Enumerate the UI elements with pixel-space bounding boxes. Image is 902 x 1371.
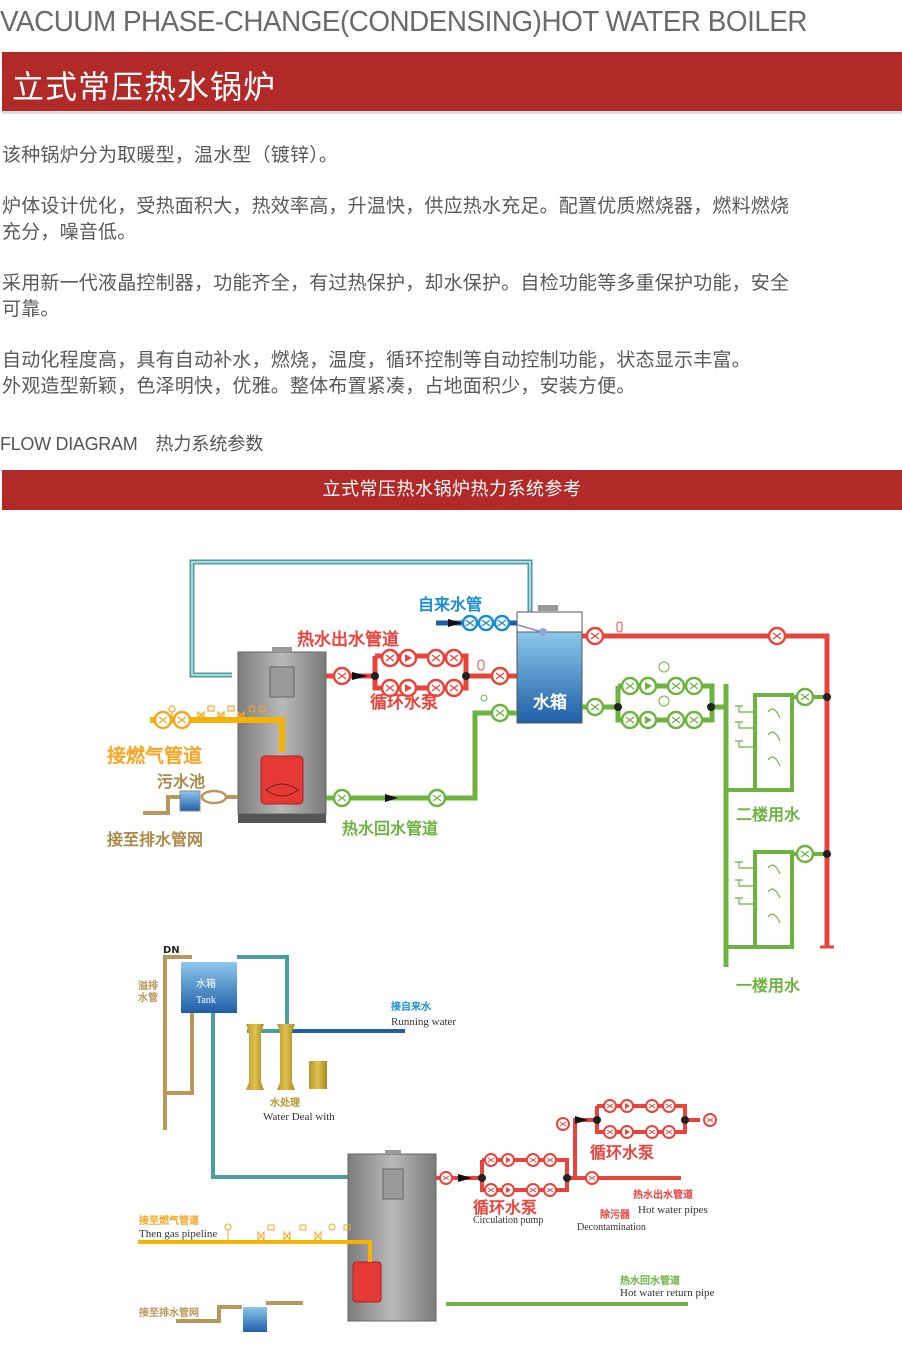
- chinese-title: 立式常压热水锅炉: [12, 68, 277, 106]
- tank-2: [181, 962, 237, 1013]
- flow-diagram-heading: FLOW DIAGRAM 热力系统参数: [0, 430, 263, 456]
- label-second-floor: 二楼用水: [736, 805, 801, 824]
- label-circ-pump-upper: 循环水泵: [590, 1143, 654, 1162]
- flow-label-cn: 热力系统参数: [155, 434, 264, 455]
- paragraph-3: 采用新一代液晶控制器，功能齐全，有过热保护，却水保护。自检功能等多重保护功能，安…: [2, 270, 902, 322]
- fixtures-icons: [735, 705, 781, 924]
- paragraph-line: 炉体设计优化，受热面积大，热效率高，升温快，供应热水充足。配置优质燃烧器，燃料燃…: [2, 195, 790, 217]
- paragraph-line: 自动化程度高，具有自动补水，燃烧，温度，循环控制等自动控制功能，状态显示丰富。: [2, 349, 751, 371]
- label-overflow-1: 溢排: [138, 979, 158, 992]
- label-circ-pump-en: Circulation pump: [473, 1215, 543, 1226]
- filter-tank-2: [277, 1024, 295, 1090]
- label-tap-water-pipe: 自来水管: [418, 595, 482, 614]
- label-running-water-en: Running water: [391, 1016, 456, 1028]
- label-drain-cn: 接至排水管网: [139, 1306, 199, 1319]
- paragraph-2: 炉体设计优化，受热面积大，热效率高，升温快，供应热水充足。配置优质燃烧器，燃料燃…: [2, 193, 902, 245]
- label-hot-water-return: 热水回水管道: [342, 819, 438, 838]
- label-circ-pump-lower: 循环水泵: [473, 1198, 537, 1217]
- hot-supply-riser: [582, 633, 830, 947]
- label-return-en: Hot water return pipe: [620, 1287, 714, 1299]
- vent-pipe-2: [237, 955, 289, 1033]
- diagram-1: 接燃气管道 污水池 接至排水管网 热水出水管道 循环水泵 自来水管 水箱: [107, 559, 834, 995]
- diagram-2: DN 溢排 水管 水箱 Tank 接自来水 Running water 水处理 …: [137, 945, 717, 1332]
- diagram-banner-text: 立式常压热水锅炉热力系统参考: [322, 479, 582, 500]
- tank-to-boiler-pipe: [211, 1013, 348, 1179]
- gas-pipe-2: [138, 1240, 372, 1262]
- label-drain-network: 接至排水管网: [107, 830, 203, 849]
- label-water-treatment-cn: 水处理: [269, 1096, 300, 1109]
- label-water-treatment-en: Water Deal with: [263, 1111, 335, 1123]
- gas-pipe: [150, 717, 285, 752]
- label-decontamination-en: Decontamination: [577, 1222, 646, 1233]
- burner-icon: [260, 755, 304, 805]
- hot-water-return-pipe: [326, 710, 517, 801]
- boiler-cap: [272, 647, 292, 652]
- label-gas-pipeline: 接燃气管道: [107, 744, 202, 767]
- label-return-cn: 热水回水管道: [620, 1274, 680, 1287]
- sewage-pool-icon: [179, 790, 201, 812]
- label-hot-water-outlet: 热水出水管道: [297, 629, 399, 650]
- paragraph-4: 自动化程度高，具有自动补水，燃烧，温度，循环控制等自动控制功能，状态显示丰富。 …: [2, 347, 902, 399]
- burner-2-icon: [352, 1261, 382, 1303]
- boiler-panel: [269, 666, 295, 698]
- label-overflow-2: 水管: [137, 991, 158, 1004]
- label-decontamination-cn: 除污器: [600, 1208, 631, 1221]
- filter-tank-1: [246, 1024, 264, 1090]
- sewage-pool-2: [243, 1307, 267, 1332]
- flow-label-en: FLOW DIAGRAM: [0, 434, 138, 454]
- drain-pipe-2: [176, 1305, 242, 1323]
- label-hot-out-en: Hot water pipes: [638, 1204, 708, 1216]
- label-running-water-cn: 接自来水: [391, 1000, 432, 1013]
- english-title: VACUUM PHASE-CHANGE(CONDENSING)HOT WATER…: [0, 6, 808, 38]
- overflow-pipe: [163, 955, 194, 1130]
- label-dn: DN: [163, 945, 180, 956]
- diagram-banner: 立式常压热水锅炉热力系统参考: [2, 470, 902, 510]
- label-tank-en: Tank: [196, 995, 216, 1006]
- paragraph-line: 采用新一代液晶控制器，功能齐全，有过热保护，却水保护。自检功能等多重保护功能，安…: [2, 272, 790, 294]
- paragraph-line: 该种锅炉分为取暖型，温水型（镀锌）。: [2, 144, 339, 166]
- label-water-tank: 水箱: [533, 692, 567, 713]
- drain-pipe: [143, 795, 180, 815]
- label-circulation-pump: 循环水泵: [370, 692, 438, 713]
- water-tank: [516, 631, 583, 724]
- label-first-floor: 一楼用水: [736, 976, 801, 995]
- paragraph-line: 充分，噪音低。: [2, 221, 137, 243]
- label-gas-cn: 接至燃气管道: [139, 1214, 199, 1227]
- boiler-base: [238, 814, 326, 823]
- paragraph-line: 外观造型新颖，色泽明快，优雅。整体布置紧凑，占地面积少，安装方便。: [2, 375, 636, 397]
- label-sewage-pool: 污水池: [157, 772, 205, 791]
- label-gas-en: Then gas pipeline: [139, 1228, 217, 1240]
- floor-2-loop: [726, 693, 827, 792]
- floor-1-loop: [726, 850, 827, 949]
- label-tank-cn: 水箱: [196, 977, 216, 990]
- salt-tank: [309, 1061, 327, 1089]
- title-banner: 立式常压热水锅炉: [2, 52, 902, 114]
- paragraph-line: 可靠。: [2, 298, 60, 320]
- gas-fittings: [168, 705, 266, 720]
- label-hot-out-cn: 热水出水管道: [633, 1188, 693, 1201]
- paragraph-1: 该种锅炉分为取暖型，温水型（镀锌）。: [2, 142, 902, 168]
- gas-fittings-2: [224, 1223, 351, 1242]
- hot-water-outlet-pipe: [326, 653, 517, 691]
